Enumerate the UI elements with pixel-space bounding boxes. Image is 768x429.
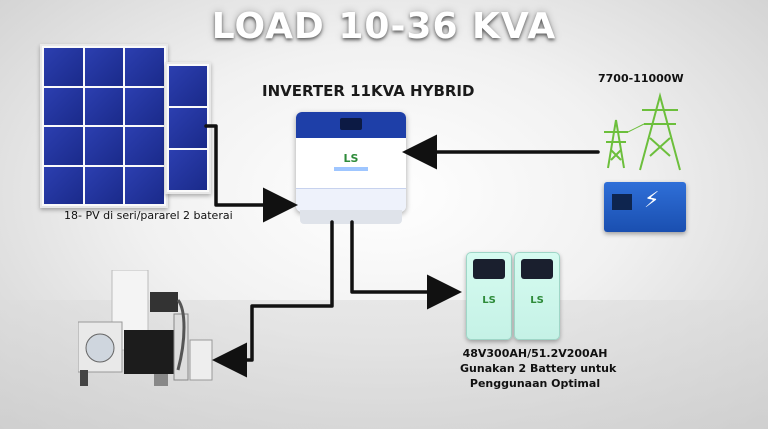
battery-display	[521, 259, 553, 279]
battery-note-1: Gunakan 2 Battery untuk	[460, 362, 617, 375]
inverter-title: INVERTER 11KVA HYBRID	[262, 82, 475, 100]
inverter-lower-band	[296, 188, 406, 212]
battery-icon: LS	[514, 252, 560, 340]
battery-display	[473, 259, 505, 279]
battery-note-2: Penggunaan Optimal	[469, 377, 601, 390]
battery-icon: LS	[466, 252, 512, 340]
generator-icon: ⚡	[604, 182, 686, 232]
solar-panel-icon	[40, 44, 168, 208]
inverter-logo: LS	[343, 152, 359, 165]
appliances-icon	[78, 270, 213, 386]
inverter-display	[340, 118, 362, 130]
pv-to-inverter-arrow	[204, 124, 298, 223]
lightning-icon: ⚡	[644, 188, 660, 213]
inverter-logo-bar	[334, 167, 368, 171]
solar-panel-icon	[165, 62, 211, 194]
pv-label: 18- PV di seri/pararel 2 baterai	[64, 209, 233, 222]
generator-panel	[612, 194, 632, 210]
page-title: LOAD 10-36 KVA	[211, 6, 557, 47]
grid-power-label: 7700-11000W	[598, 72, 684, 85]
battery-label: 48V300AH/51.2V200AH Gunakan 2 Battery un…	[460, 346, 617, 391]
inverter-terminals	[300, 210, 402, 224]
inverter-icon: LS	[296, 112, 406, 212]
battery-logo: LS	[482, 295, 496, 306]
battery-logo: LS	[530, 295, 544, 306]
inverter-to-battery-arrow	[350, 220, 462, 310]
battery-spec: 48V300AH/51.2V200AH	[462, 347, 608, 360]
